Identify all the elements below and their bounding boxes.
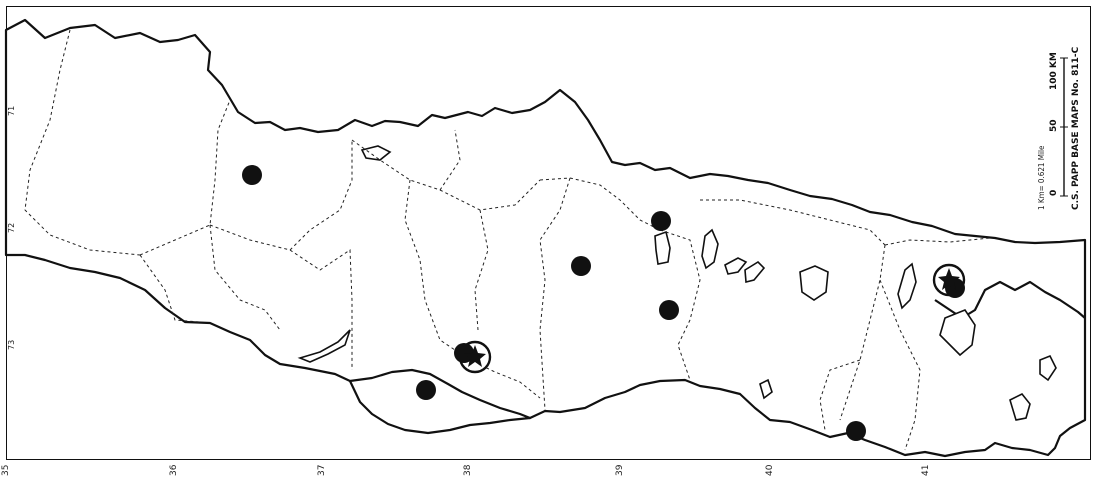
longitude-labels: 35 36 37 38 39 40 41 (1, 464, 931, 476)
location-dot (659, 300, 679, 320)
lake-2 (724, 257, 748, 275)
lon-label-35: 35 (1, 465, 11, 476)
lake-7 (360, 145, 392, 161)
scale-tick-100: 100 KM (1049, 52, 1059, 90)
location-markers (242, 165, 966, 441)
location-dot (571, 256, 591, 276)
scale-tick-0: 0 (1049, 190, 1059, 196)
lon-label-39: 39 (615, 464, 625, 476)
scale-bar: 1 Km= 0.621 Mile 0 50 100 KM C.S. PAPP B… (1037, 46, 1081, 210)
lon-label-38: 38 (463, 464, 473, 476)
location-dot (242, 165, 262, 185)
lon-label-40: 40 (765, 464, 775, 476)
scale-tick-50: 50 (1049, 119, 1059, 132)
lat-label-72: 72 (7, 223, 16, 233)
lat-label-73: 73 (7, 340, 16, 350)
lon-label-41: 41 (921, 465, 931, 476)
southern-peninsula (348, 368, 532, 435)
map-credit: C.S. PAPP BASE MAPS No. 811-C (1071, 46, 1081, 210)
lake-11 (759, 378, 773, 400)
lon-label-36: 36 (169, 464, 179, 476)
circled-star-marker (454, 340, 492, 374)
lake-8 (297, 329, 351, 363)
scale-conversion: 1 Km= 0.621 Mile (1037, 145, 1046, 210)
lake-4 (799, 265, 829, 301)
lat-label-71: 71 (7, 106, 16, 116)
lake-1 (701, 228, 719, 270)
coastline (4, 18, 1087, 458)
lake-9 (1009, 392, 1031, 421)
location-dot (416, 380, 436, 400)
circled-star-marker (932, 263, 966, 298)
location-dot (651, 211, 671, 231)
lon-label-37: 37 (317, 465, 327, 476)
lake-10 (1039, 354, 1057, 382)
eastern-peninsula (939, 309, 976, 357)
lake-3 (744, 260, 766, 284)
lake-5 (654, 230, 671, 265)
location-dot (846, 421, 866, 441)
lake-6 (897, 262, 917, 310)
